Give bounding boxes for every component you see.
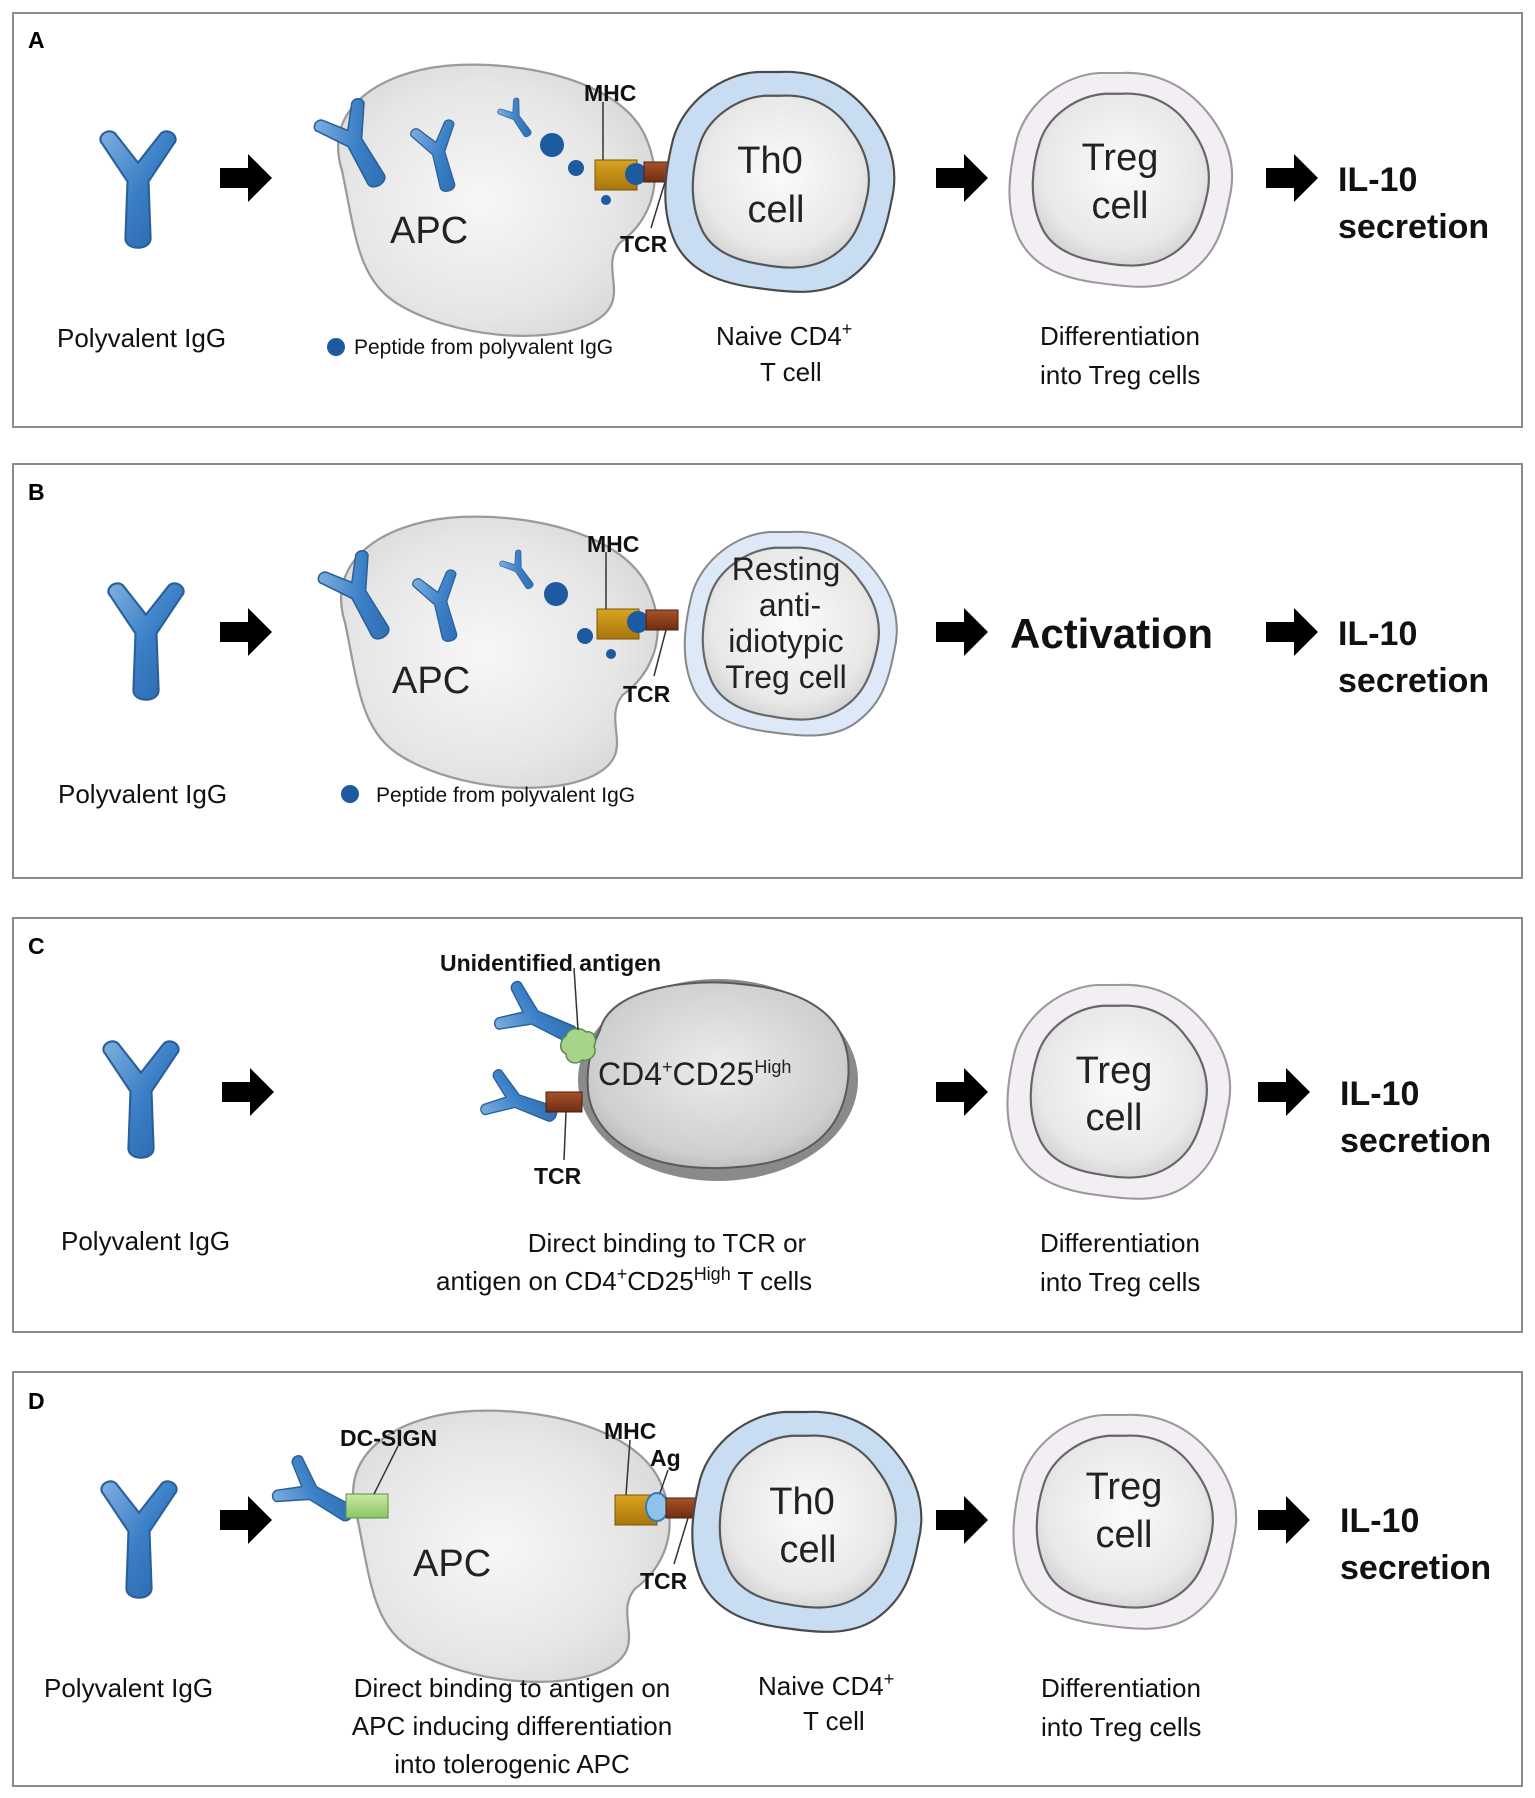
leader-line [653, 629, 667, 677]
peptide-dot-icon [625, 163, 647, 185]
igg-label: Polyvalent IgG [58, 779, 227, 809]
antigen-label: Unidentified antigen [440, 950, 661, 976]
apc-label: APC [390, 210, 468, 252]
tcr-label: TCR [620, 231, 668, 257]
peptide-dot-icon [606, 649, 616, 659]
treg-label-line1: Treg [1076, 1050, 1153, 1092]
dc-sign-receptor-icon [345, 1493, 389, 1519]
resting-label-line3: idiotypic [728, 623, 844, 659]
dc-sign-label: DC-SIGN [340, 1425, 437, 1451]
leader-line [373, 1445, 399, 1495]
diff-label-line1: Differentiation [1040, 321, 1200, 351]
activation-label: Activation [1010, 610, 1213, 657]
cd4-cd25-label: CD4+CD25High [598, 1056, 791, 1092]
resting-label-line2: anti- [759, 587, 821, 623]
il10-label: IL-10 [1340, 1075, 1419, 1113]
leader-line [563, 1111, 567, 1161]
il10-label: IL-10 [1340, 1502, 1419, 1540]
ag-label: Ag [650, 1445, 681, 1471]
treg-label-line1: Treg [1082, 137, 1159, 179]
il10-label: IL-10 [1338, 615, 1417, 653]
antigen-ag-icon [645, 1492, 669, 1522]
peptide-legend-label: Peptide from polyvalent IgG [376, 784, 635, 807]
igg-label: Polyvalent IgG [57, 323, 226, 353]
naive-label-line1: Naive CD4+ [758, 1669, 894, 1701]
il10-label: IL-10 [1338, 161, 1417, 199]
igg-label: Polyvalent IgG [61, 1226, 230, 1256]
naive-label-line2: T cell [803, 1706, 865, 1736]
panel-b: B Polyvalent IgG APC MHC TCR Peptide fro… [12, 463, 1523, 879]
resting-label-line4: Treg cell [725, 659, 847, 695]
diff-label-line2: into Treg cells [1040, 1267, 1200, 1297]
secretion-label: secretion [1340, 1549, 1491, 1587]
mhc-label: MHC [604, 1418, 656, 1444]
panel-letter-b: B [28, 479, 45, 505]
tcr-label: TCR [623, 681, 671, 707]
treg-nucleus-icon [1031, 92, 1210, 267]
peptide-dot-icon [601, 195, 611, 205]
apc-label: APC [413, 1543, 491, 1585]
peptide-legend-icon [327, 338, 345, 356]
peptide-dot-icon [540, 133, 564, 157]
leader-line [659, 1469, 669, 1494]
apc-label: APC [392, 660, 470, 702]
th0-label-line1: Th0 [737, 140, 802, 182]
diff-label-line1: Differentiation [1040, 1228, 1200, 1258]
cd4-cd25-high-cell-icon [586, 981, 850, 1170]
treg-label-line2: cell [1091, 185, 1148, 227]
mhc-label: MHC [584, 80, 636, 106]
direct-label-line1: Direct binding to antigen on [354, 1673, 671, 1703]
secretion-label: secretion [1338, 208, 1489, 246]
panel-c: C Polyvalent IgG CD4+CD25High Unidentifi… [12, 917, 1523, 1333]
th0-label-line2: cell [779, 1529, 836, 1571]
panel-letter-d: D [28, 1388, 45, 1414]
leader-line [673, 1517, 689, 1565]
panel-letter-a: A [28, 27, 45, 53]
direct-label-line1: Direct binding to TCR or [528, 1228, 807, 1258]
peptide-legend-label: Peptide from polyvalent IgG [354, 336, 613, 359]
naive-label-line1: Naive CD4+ [716, 319, 852, 351]
tcr-label: TCR [534, 1163, 582, 1189]
naive-label-line2: T cell [760, 357, 822, 387]
direct-label-line2: APC inducing differentiation [352, 1711, 672, 1741]
diff-label-line2: into Treg cells [1041, 1712, 1201, 1742]
th0-label-line2: cell [747, 189, 804, 231]
leader-line [573, 967, 579, 1031]
peptide-dot-icon [577, 628, 593, 644]
diff-label-line1: Differentiation [1041, 1673, 1201, 1703]
peptide-dot-icon [568, 160, 584, 176]
treg-label-line2: cell [1085, 1097, 1142, 1139]
igg-label: Polyvalent IgG [44, 1673, 213, 1703]
treg-label-line1: Treg [1086, 1466, 1163, 1508]
peptide-dot-icon [544, 582, 568, 606]
direct-label-line2: antigen on CD4+CD25High T cells [436, 1264, 812, 1296]
tcr-molecule-icon [645, 609, 679, 631]
secretion-label: secretion [1340, 1122, 1491, 1160]
peptide-dot-icon [627, 611, 649, 633]
apc-cell-icon [351, 1409, 671, 1684]
peptide-legend-icon [341, 785, 359, 803]
leader-line [625, 1439, 631, 1496]
tcr-molecule-icon [545, 1091, 583, 1113]
diff-label-line2: into Treg cells [1040, 360, 1200, 390]
secretion-label: secretion [1338, 662, 1489, 700]
panel-a: A Polyvalent IgG APC MHC TCR Peptide fro… [12, 12, 1523, 428]
resting-label-line1: Resting [732, 551, 841, 587]
panel-d: D Polyvalent IgG APC DC-SIGN MHC Ag TCR … [12, 1371, 1523, 1787]
leader-line [650, 181, 666, 229]
th0-label-line1: Th0 [769, 1481, 834, 1523]
panel-letter-c: C [28, 933, 45, 959]
treg-label-line2: cell [1095, 1514, 1152, 1556]
tcr-label: TCR [640, 1568, 688, 1594]
direct-label-line3: into tolerogenic APC [394, 1749, 630, 1779]
unidentified-antigen-icon [560, 1027, 597, 1064]
mhc-label: MHC [587, 531, 639, 557]
